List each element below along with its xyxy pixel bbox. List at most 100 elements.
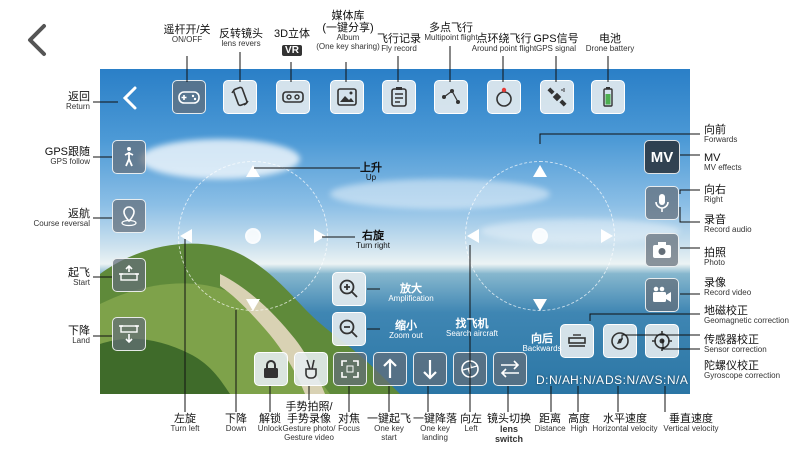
vr-3d-button[interactable]: [276, 80, 310, 114]
zoom-in-icon: [339, 279, 358, 298]
one-key-landing-button[interactable]: [413, 352, 447, 386]
backward-arrow-icon: [533, 299, 547, 311]
label-album: 媒体库(一键分享)Album(One key sharing): [316, 10, 380, 51]
horizontal-speed-readout: DS:N/A: [605, 373, 649, 387]
chevron-left-icon: [122, 86, 137, 110]
vr-goggles-icon: [282, 91, 304, 103]
mv-effects-button[interactable]: MV: [644, 140, 680, 174]
drone-up-icon: [119, 264, 139, 281]
joystick-toggle-button[interactable]: [172, 80, 206, 114]
video-camera-icon: [653, 286, 671, 302]
zoom-out-button[interactable]: [332, 312, 366, 346]
vertical-speed-readout: VS:N/A: [646, 373, 689, 387]
crosshair-icon: [652, 331, 672, 351]
around-point-flight-button[interactable]: [487, 80, 521, 114]
microphone-icon: [655, 194, 669, 212]
gamepad-icon: [178, 91, 200, 104]
drone-down-icon: [119, 325, 139, 344]
page-back-button[interactable]: [22, 22, 52, 58]
takeoff-button[interactable]: [112, 258, 146, 292]
record-audio-button[interactable]: [645, 186, 679, 220]
focus-button[interactable]: [333, 352, 367, 386]
gyroscope-correction-button[interactable]: [645, 324, 679, 358]
orbit-icon: [496, 87, 512, 107]
chevron-left-icon: [28, 24, 46, 56]
map-pin-icon: [121, 206, 137, 227]
land-button[interactable]: [112, 317, 146, 351]
geomagnetic-correction-button[interactable]: [560, 324, 594, 358]
satellite-icon: [547, 87, 567, 107]
height-readout: H:N/A: [570, 373, 605, 387]
zoom-in-button[interactable]: [332, 272, 366, 306]
waypoints-icon: [442, 89, 460, 104]
compass-icon: [611, 332, 629, 350]
unlock-button[interactable]: [254, 352, 288, 386]
battery-icon: [603, 87, 613, 107]
walking-person-icon: [124, 147, 134, 167]
right-arrow-icon: [601, 229, 613, 243]
album-button[interactable]: [330, 80, 364, 114]
left-arrow-icon: [467, 229, 479, 243]
photo-button[interactable]: [645, 233, 679, 267]
distance-readout: D:N/A: [536, 373, 571, 387]
down-arrow-icon: [246, 299, 260, 311]
record-video-button[interactable]: [645, 278, 679, 312]
lens-switch-button[interactable]: [493, 352, 527, 386]
return-button[interactable]: [118, 85, 142, 111]
multipoint-flight-button[interactable]: [434, 80, 468, 114]
camera-icon: [653, 242, 671, 258]
magnet-icon: [568, 334, 586, 347]
gesture-capture-button[interactable]: [294, 352, 328, 386]
clipboard-icon: [391, 87, 407, 107]
right-joystick-knob[interactable]: [532, 228, 548, 244]
lock-icon: [264, 360, 278, 378]
fly-record-button[interactable]: [382, 80, 416, 114]
search-aircraft-button[interactable]: [453, 352, 487, 386]
lens-reverse-button[interactable]: [223, 80, 257, 114]
one-key-start-button[interactable]: [373, 352, 407, 386]
gps-follow-button[interactable]: [112, 140, 146, 174]
victory-hand-icon: [305, 359, 317, 379]
zoom-out-icon: [339, 319, 358, 338]
mv-text: MV: [650, 148, 674, 166]
turn-left-arrow-icon: [180, 229, 192, 243]
image-icon: [337, 88, 357, 106]
course-reversal-button[interactable]: [112, 199, 146, 233]
phone-rotate-icon: [231, 86, 249, 107]
forward-arrow-icon: [533, 165, 547, 177]
left-joystick-knob[interactable]: [245, 228, 261, 244]
camera-preview[interactable]: MV: [100, 69, 690, 394]
sensor-correction-button[interactable]: [603, 324, 637, 358]
